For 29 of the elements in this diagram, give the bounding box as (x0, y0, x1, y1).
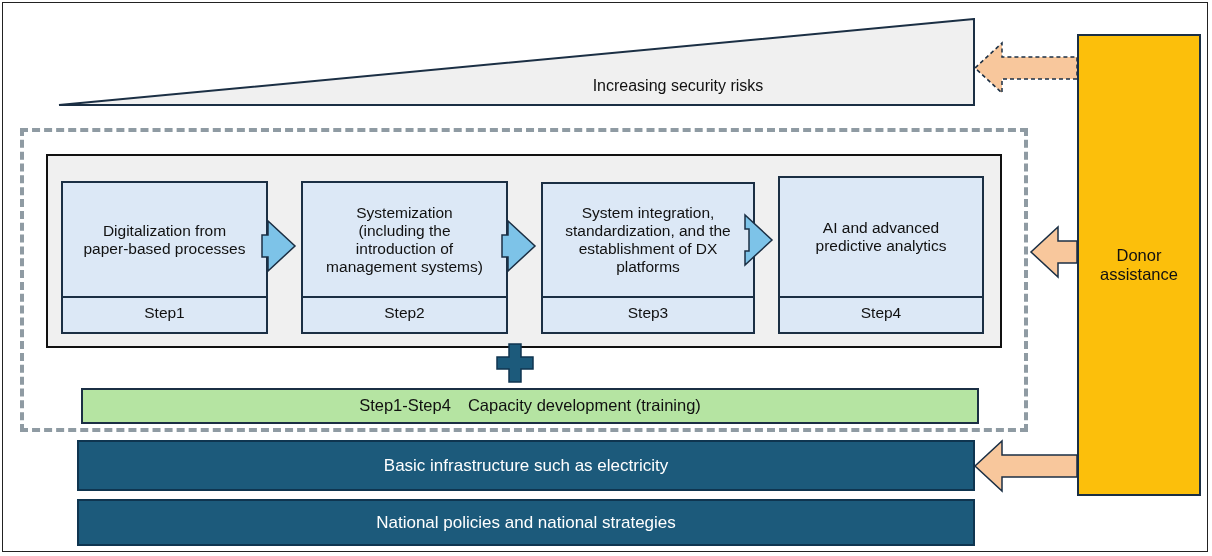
dashed-group-frame (20, 128, 1028, 432)
block-arrow (501, 219, 537, 273)
step-description: System integration, standardization, and the establishment of DX platforms (564, 203, 732, 277)
step-description: AI and advanced predictive analytics (814, 218, 948, 256)
bar-label: National policies and national strategies (376, 512, 676, 533)
block-arrow (744, 213, 774, 267)
step-box (541, 182, 755, 334)
bar-label: Step1-Step4 Capacity development (training) (359, 395, 701, 416)
step-label: Step2 (383, 304, 426, 322)
block-arrow (973, 439, 1078, 493)
block-arrow (973, 41, 1078, 95)
step-box (61, 181, 268, 334)
step-label: Step1 (143, 304, 186, 322)
foundation-bar (77, 440, 975, 491)
block-arrow (1029, 225, 1078, 279)
block-arrow (261, 219, 297, 273)
foundation-bar (77, 499, 975, 546)
step-description: Systemization (including the introduction of management systems) (325, 202, 484, 277)
capacity-bar (81, 388, 979, 424)
step-description: Digitalization from paper-based processes (82, 220, 247, 259)
wedge-label: Increasing security risks (591, 77, 765, 95)
step-box (778, 176, 984, 334)
donor-label: Donor assistance (1099, 246, 1179, 284)
step-box (301, 181, 508, 334)
step-label: Step4 (859, 304, 903, 322)
bar-label: Basic infrastructure such as electricity (383, 455, 669, 476)
step-label: Step3 (626, 304, 670, 322)
steps-panel (46, 154, 1002, 348)
donor-box (1077, 34, 1201, 496)
